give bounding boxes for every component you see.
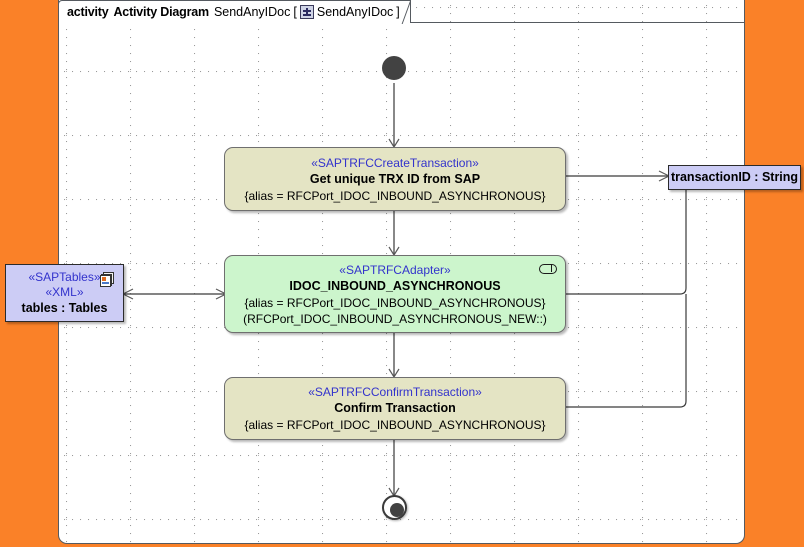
- activity-final-node[interactable]: [382, 495, 407, 520]
- activity-diagram-icon: [299, 5, 314, 19]
- adapter-pin-icon: [539, 264, 557, 274]
- frame-type-label: Activity Diagram: [113, 5, 209, 19]
- tables-name: tables : Tables: [21, 300, 108, 315]
- object-node-tables[interactable]: «SAPTables» «XML» tables : Tables: [5, 264, 124, 322]
- diagram-frame-header[interactable]: activity Activity Diagram SendAnyIDoc [ …: [58, 0, 411, 23]
- confirm-properties: {alias = RFCPort_IDOC_INBOUND_ASYNCHRONO…: [244, 418, 546, 432]
- adapter-stereotype: «SAPTRFCAdapter»: [339, 262, 451, 277]
- transaction-id-name: transactionID : String: [670, 170, 799, 184]
- initial-node[interactable]: [382, 56, 406, 80]
- frame-keyword: activity: [67, 5, 109, 19]
- frame-qualified-name: SendAnyIDoc: [316, 5, 394, 19]
- action-idoc-inbound-asynchronous[interactable]: «SAPTRFCAdapter» IDOC_INBOUND_ASYNCHRONO…: [224, 255, 566, 333]
- adapter-properties-line1: {alias = RFCPort_IDOC_INBOUND_ASYNCHRONO…: [244, 295, 546, 310]
- tables-stereotype-1: «SAPTables»: [28, 269, 101, 284]
- object-node-transaction-id[interactable]: transactionID : String: [668, 165, 801, 190]
- frame-diagram-name: SendAnyIDoc: [213, 5, 291, 19]
- confirm-stereotype: «SAPTRFCConfirmTransaction»: [308, 385, 482, 399]
- tables-stereotype-2: «XML»: [45, 284, 84, 299]
- action-get-unique-trx-id[interactable]: «SAPTRFCCreateTransaction» Get unique TR…: [224, 147, 566, 211]
- confirm-name: Confirm Transaction: [334, 401, 456, 415]
- action-confirm-transaction[interactable]: «SAPTRFCConfirmTransaction» Confirm Tran…: [224, 377, 566, 440]
- documents-icon: [100, 272, 115, 287]
- activity-final-inner: [389, 502, 404, 517]
- adapter-properties-line2: (RFCPort_IDOC_INBOUND_ASYNCHRONOUS_NEW::…: [243, 311, 547, 326]
- action-properties: {alias = RFCPort_IDOC_INBOUND_ASYNCHRONO…: [244, 188, 546, 203]
- frame-bracket-open: [: [293, 5, 297, 19]
- adapter-name: IDOC_INBOUND_ASYNCHRONOUS: [289, 278, 501, 293]
- action-stereotype: «SAPTRFCCreateTransaction»: [311, 155, 479, 170]
- action-name: Get unique TRX ID from SAP: [309, 171, 481, 186]
- frame-bracket-close: ]: [396, 5, 400, 19]
